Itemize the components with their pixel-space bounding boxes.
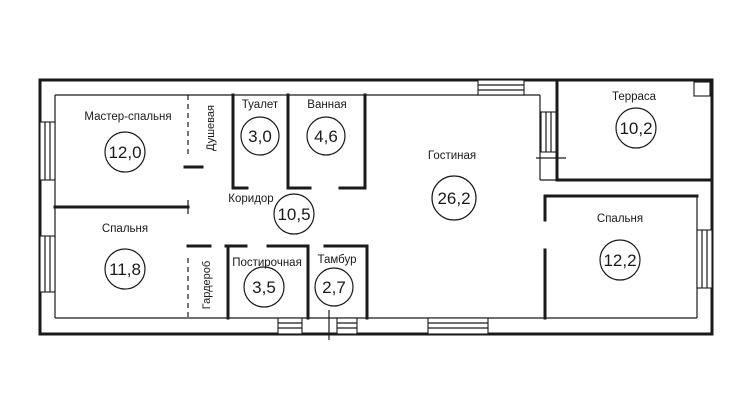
window-right (696, 229, 713, 289)
wardrobe-label: Гардероб (201, 261, 213, 309)
bedroom-right-label: Спальня (597, 213, 643, 225)
bedroom-left-label: Спальня (102, 223, 148, 235)
laundry-area: 3,5 (252, 278, 276, 297)
area-circle-laundry (243, 266, 285, 308)
bathroom-label: Ванная (307, 99, 346, 111)
interior-walls (53, 93, 699, 340)
window-left-bottom (39, 235, 56, 293)
vestibule-label: Тамбур (317, 254, 356, 266)
area-circle-master-bedroom (104, 131, 146, 173)
window-left-top (39, 121, 56, 181)
vestibule-area: 2,7 (322, 278, 346, 297)
toilet-area: 3,0 (248, 127, 272, 146)
terrace-area: 10,2 (619, 119, 652, 138)
area-circle-bedroom-right (599, 239, 641, 281)
living-room-area: 26,2 (437, 189, 470, 208)
room-labels: Мастер-спальня Туалет Ванная Гостиная Те… (84, 91, 656, 309)
area-circle-living-room (431, 175, 477, 221)
area-values: 12,0 3,0 4,6 26,2 10,2 10,5 11,8 3,5 2,7… (108, 119, 652, 297)
window-terrace-corner (693, 81, 711, 97)
windows (39, 79, 713, 335)
window-bottom-right-small (336, 317, 358, 335)
window-top (477, 79, 525, 96)
area-circle-vestibule (314, 267, 354, 307)
corridor-label: Коридор (228, 193, 273, 205)
window-terrace (540, 111, 557, 153)
window-bottom (427, 317, 489, 335)
master-bedroom-area: 12,0 (108, 143, 141, 162)
bedroom-left-area: 11,8 (109, 260, 141, 279)
area-circle-terrace (615, 107, 657, 149)
toilet-label: Туалет (242, 99, 279, 111)
bathroom-area: 4,6 (314, 127, 338, 146)
terrace-label: Терраса (612, 91, 657, 103)
window-bottom-left (277, 317, 303, 335)
laundry-label: Постирочная (232, 257, 302, 269)
area-circle-bathroom (306, 116, 346, 156)
area-circles (104, 107, 657, 308)
area-circle-corridor (273, 193, 315, 235)
area-circle-toilet (240, 116, 280, 156)
terrace-walls (536, 78, 714, 182)
corridor-area: 10,5 (277, 205, 310, 224)
bedroom-right-area: 12,2 (603, 251, 636, 270)
area-circle-bedroom-left (104, 248, 146, 290)
shower-label: Душевая (205, 105, 217, 151)
living-room-label: Гостиная (428, 150, 476, 162)
master-bedroom-label: Мастер-спальня (84, 111, 171, 123)
